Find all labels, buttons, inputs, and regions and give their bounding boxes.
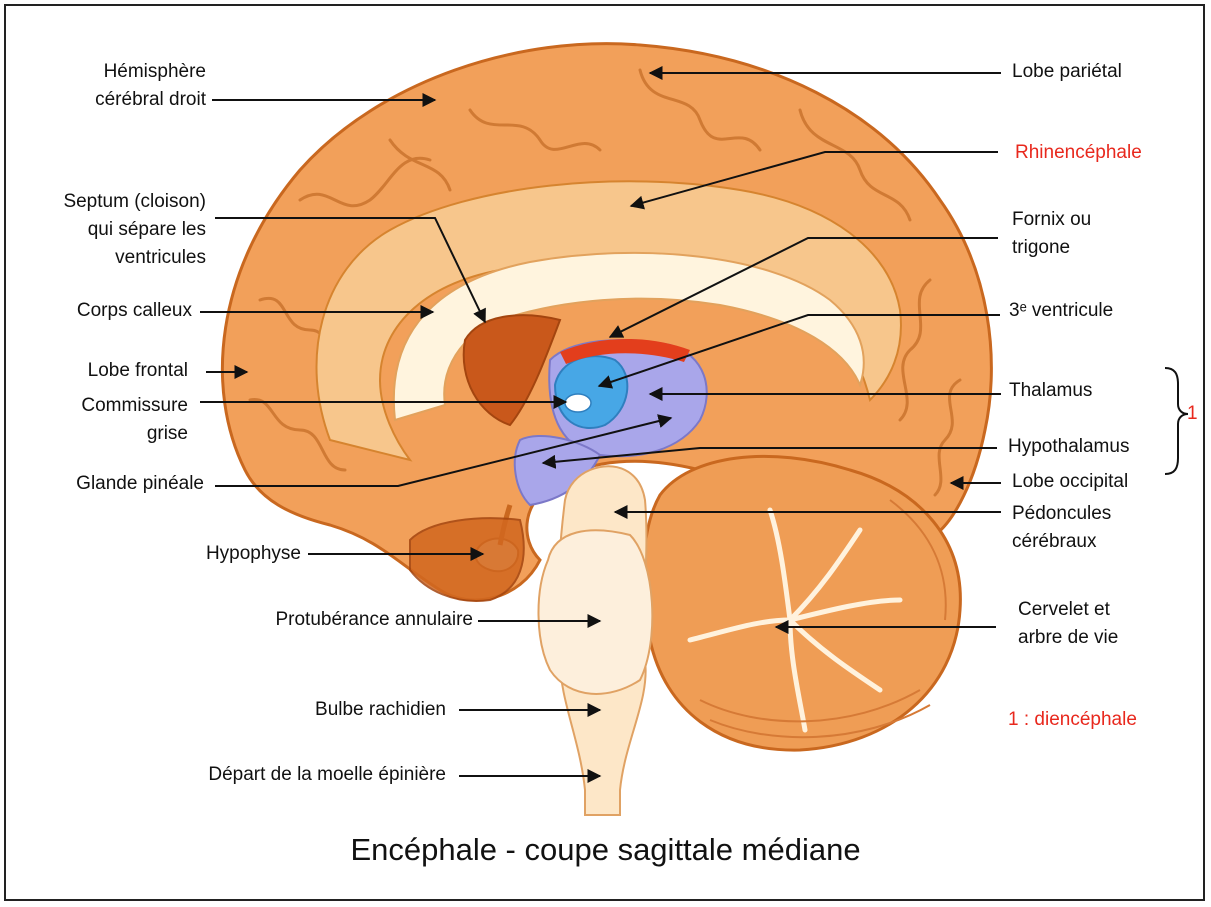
pons <box>538 530 652 694</box>
label-cervelet: Cervelet et arbre de vie <box>1018 596 1118 652</box>
label-corps-calleux: Corps calleux <box>77 297 192 325</box>
label-diencephale-note: 1 : diencéphale <box>1008 706 1137 734</box>
label-hypothalamus: Hypothalamus <box>1008 433 1129 461</box>
diencephale-brace <box>1165 368 1188 474</box>
figure-caption: Encéphale - coupe sagittale médiane <box>0 832 1211 868</box>
label-lobe-occipital: Lobe occipital <box>1012 468 1128 496</box>
label-bulbe: Bulbe rachidien <box>315 696 446 724</box>
commissure-grise <box>565 394 591 412</box>
label-pedoncules: Pédoncules cérébraux <box>1012 500 1111 556</box>
temporal-lobe <box>410 518 524 601</box>
label-glande-pineale: Glande pinéale <box>76 470 204 498</box>
label-thalamus: Thalamus <box>1009 377 1092 405</box>
label-fornix: Fornix ou trigone <box>1012 206 1091 262</box>
label-lobe-frontal: Lobe frontal <box>88 357 188 385</box>
label-rhinencephale: Rhinencéphale <box>1015 139 1142 167</box>
label-lobe-parietal: Lobe pariétal <box>1012 58 1122 86</box>
label-septum: Septum (cloison) qui sépare les ventricu… <box>63 188 206 272</box>
label-moelle: Départ de la moelle épinière <box>208 761 446 789</box>
label-brace-number: 1 <box>1187 400 1198 428</box>
label-hemisphere: Hémisphère cérébral droit <box>95 58 206 114</box>
label-protuberance: Protubérance annulaire <box>275 606 473 634</box>
label-3e-ventricule: 3ᵉ ventricule <box>1009 297 1113 325</box>
label-commissure: Commissure grise <box>81 392 188 448</box>
label-hypophyse: Hypophyse <box>206 540 301 568</box>
